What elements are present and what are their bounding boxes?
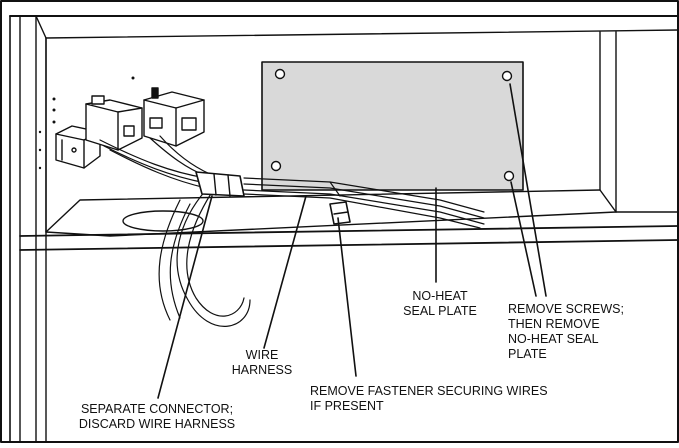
label-no-heat-seal-plate: NO-HEAT SEAL PLATE bbox=[403, 289, 477, 318]
label-remove-fastener: REMOVE FASTENER SECURING WIRES IF PRESEN… bbox=[310, 384, 548, 413]
screw-top-left bbox=[274, 68, 286, 80]
label-separate-connector: SEPARATE CONNECTOR; DISCARD WIRE HARNESS bbox=[78, 402, 236, 431]
no-heat-seal-plate bbox=[261, 61, 524, 191]
leader-wire-harness bbox=[263, 195, 307, 349]
cabinet-interior bbox=[19, 29, 679, 251]
leader-screw-bottom bbox=[510, 181, 537, 297]
screw-top-right bbox=[501, 70, 513, 82]
leader-screw-top bbox=[509, 83, 547, 297]
leader-fastener bbox=[337, 217, 357, 377]
leader-lines bbox=[157, 83, 547, 399]
limit-switch-box bbox=[143, 87, 205, 147]
wall-dots bbox=[38, 76, 135, 170]
wire-harness bbox=[99, 135, 485, 327]
left-front-post bbox=[19, 15, 47, 443]
screw-bottom-right bbox=[503, 170, 515, 182]
leader-connector bbox=[157, 195, 213, 399]
label-wire-harness: WIRE HARNESS bbox=[231, 348, 293, 377]
wire-fastener bbox=[329, 201, 351, 225]
wire-connector bbox=[195, 171, 245, 197]
screw-bottom-left bbox=[270, 160, 282, 172]
label-remove-screws: REMOVE SCREWS; THEN REMOVE NO-HEAT SEAL … bbox=[508, 302, 624, 361]
control-relay-right bbox=[85, 95, 143, 151]
